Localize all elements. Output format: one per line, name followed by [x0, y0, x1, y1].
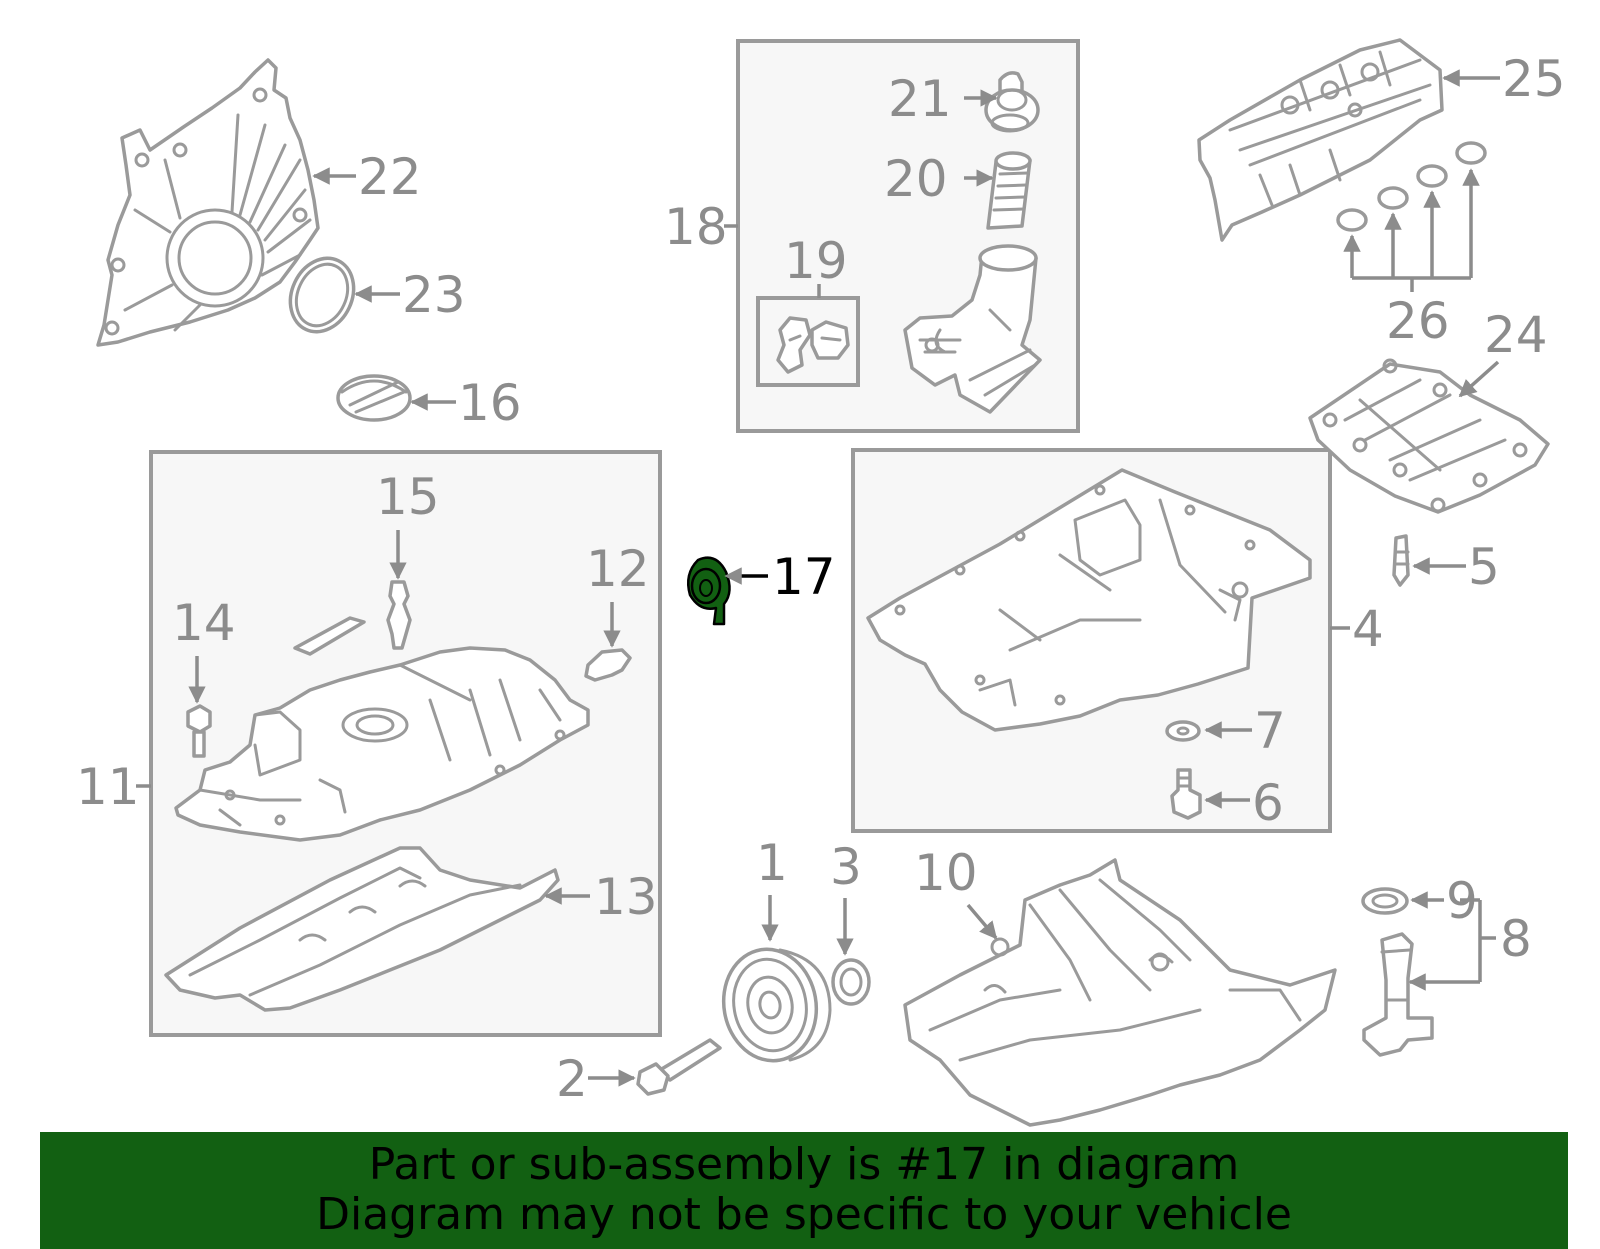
part-14-bolt[interactable]	[186, 704, 212, 758]
callout-13: 13	[594, 868, 658, 926]
callout-22: 22	[358, 148, 422, 206]
callout-9: 9	[1446, 872, 1478, 930]
banner-line-2: Diagram may not be specific to your vehi…	[316, 1189, 1292, 1240]
part-25-intake-manifold[interactable]	[1197, 38, 1444, 242]
part-19-gasket-set[interactable]	[776, 316, 850, 374]
callout-labels: 22 23 16 21 20 18 19 25 26 24 5 4 7 6 15…	[76, 50, 1566, 1108]
part-4-upper-oil-pan[interactable]	[866, 468, 1312, 732]
part-5-sensor[interactable]	[1392, 534, 1410, 587]
callout-14: 14	[172, 594, 236, 652]
callout-19: 19	[784, 232, 848, 290]
callout-15: 15	[376, 468, 440, 526]
part-15-pcv-valve[interactable]	[386, 580, 412, 650]
part-7-washer[interactable]	[1165, 720, 1201, 742]
part-12-sensor[interactable]	[584, 648, 632, 682]
callout-1: 1	[756, 834, 788, 892]
part-20-oil-filter[interactable]	[986, 151, 1032, 230]
banner-line-1: Part or sub-assembly is #17 in diagram	[368, 1139, 1240, 1190]
callout-10: 10	[914, 844, 978, 902]
callout-4: 4	[1352, 600, 1384, 658]
callout-7: 7	[1254, 702, 1286, 760]
callout-5: 5	[1468, 538, 1500, 596]
callout-8: 8	[1500, 910, 1532, 968]
callout-21: 21	[888, 70, 952, 128]
callout-3: 3	[830, 838, 862, 896]
part-16-filler-cap[interactable]	[336, 374, 412, 422]
part-17-highlighted[interactable]	[687, 556, 731, 626]
part-22-timing-cover[interactable]	[96, 58, 320, 347]
callout-23: 23	[402, 266, 466, 324]
callout-2: 2	[556, 1050, 588, 1108]
part-24-baffle-plate[interactable]	[1308, 358, 1550, 514]
part-21-filter-cap[interactable]	[984, 71, 1040, 133]
callout-26: 26	[1386, 292, 1450, 350]
callout-18: 18	[664, 198, 728, 256]
callout-20: 20	[884, 150, 948, 208]
part-8-oil-level-sensor[interactable]	[1362, 932, 1434, 1057]
part-10-lower-oil-pan[interactable]	[903, 858, 1337, 1127]
part-15b-gasket[interactable]	[293, 616, 366, 656]
part-18-filter-housing[interactable]	[903, 244, 1042, 414]
part-6-drain-plug[interactable]	[1170, 768, 1202, 820]
part-2-pulley-bolt[interactable]	[636, 1038, 722, 1096]
leader-lines	[136, 69, 1500, 1087]
part-3-seal[interactable]	[831, 958, 871, 1006]
callout-12: 12	[586, 540, 650, 598]
part-23-seal-ring[interactable]	[279, 248, 365, 342]
callout-24: 24	[1484, 306, 1548, 364]
callout-11: 11	[76, 758, 140, 816]
callout-25: 25	[1502, 50, 1566, 108]
info-banner: Part or sub-assembly is #17 in diagram D…	[40, 1132, 1568, 1249]
part-9-washer[interactable]	[1361, 887, 1409, 915]
part-11-valve-cover[interactable]	[174, 646, 590, 842]
callout-16: 16	[458, 374, 522, 432]
callout-17: 17	[772, 548, 836, 606]
part-26-o-rings[interactable]	[1336, 141, 1487, 232]
part-1-crank-pulley[interactable]	[715, 942, 832, 1068]
callout-6: 6	[1252, 774, 1284, 832]
part-13-valve-cover-gasket[interactable]	[164, 846, 560, 1012]
